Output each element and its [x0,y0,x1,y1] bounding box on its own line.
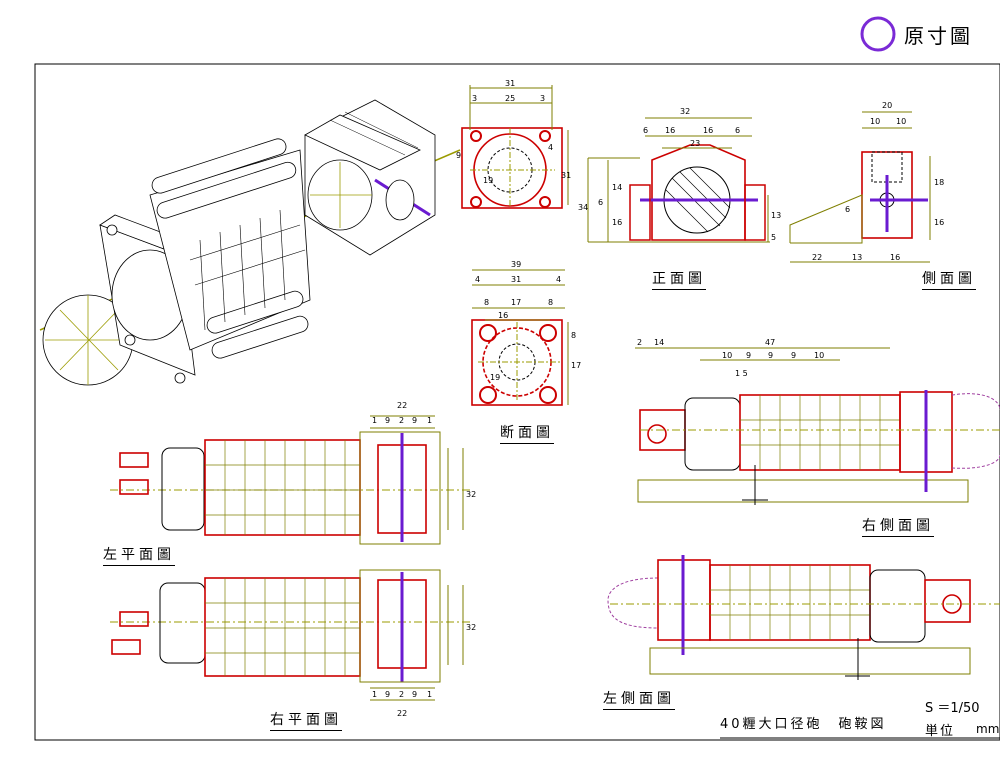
dim-34: 34 [578,203,588,212]
dim-6b: 6 [735,126,740,135]
side-view-label: 側面圖 [922,268,976,290]
dim-16c: 16 [612,218,622,227]
dim-9e: 9 [412,416,417,425]
dim-13b: 13 [852,253,862,262]
dim-6d: 6 [845,205,850,214]
dim-9g: 9 [412,690,417,699]
right-plan-view [110,569,470,701]
side-view [789,111,931,263]
right-side-view-label: 右側面圖 [862,515,934,537]
dim-6a: 6 [643,126,648,135]
dim-32c: 32 [466,623,476,632]
dim-32b: 32 [466,490,476,499]
dim-39: 39 [511,260,521,269]
dim-8a: 8 [484,298,489,307]
dim-22c: 22 [397,709,407,718]
dim-2a: 2 [637,338,642,347]
dim-16b: 16 [703,126,713,135]
right-plan-view-label: 右平面圖 [270,709,342,731]
dim-5: 5 [771,233,776,242]
stamp-circle-icon [860,16,896,52]
dim-22b: 22 [397,401,407,410]
left-plan-view-label: 左平面圖 [103,544,175,566]
stamp-label: 原寸圖 [904,24,973,48]
dim-1a: 1 [372,416,377,425]
dim-25: 25 [505,94,515,103]
dim-18: 18 [934,178,944,187]
dim-10a: 10 [870,117,880,126]
dim-23: 23 [690,139,700,148]
right-side-view [635,347,1000,505]
dim-9c: 9 [791,351,796,360]
dim-17: 17 [511,298,521,307]
front-view-label: 正面圖 [652,268,706,290]
dim-8v: 8 [571,331,576,340]
dim-2c: 2 [399,690,404,699]
dim-19: 19 [483,176,493,185]
dim-10b: 10 [896,117,906,126]
dim-8b: 8 [548,298,553,307]
dim-16a: 16 [665,126,675,135]
dim-47: 47 [765,338,775,347]
dim-6c: 6 [598,198,603,207]
dim-14: 14 [612,183,622,192]
section-view [471,269,569,406]
unit-label: 単位 [925,724,956,739]
dim-9a: 9 [746,351,751,360]
left-side-view-label: 左側面圖 [603,688,675,710]
drawing-frame [34,63,1000,741]
dim-4a: 4 [475,275,480,284]
dim-31b: 31 [511,275,521,284]
dim-31v: 31 [561,171,571,180]
unit-value: mm [976,722,1000,736]
dim-10d: 10 [814,351,824,360]
dim-13: 13 [771,211,781,220]
isometric-view [39,99,461,386]
dim-2b: 2 [399,416,404,425]
dim-4: 4 [548,143,553,152]
left-side-view [607,555,1000,680]
left-plan-view [110,415,470,545]
dim-17v: 17 [571,361,581,370]
dim-16f: 16 [498,311,508,320]
dim-3b: 3 [540,94,545,103]
dim-19b: 19 [490,373,500,382]
dim-4b: 4 [556,275,561,284]
dim-22a: 22 [812,253,822,262]
dim-10c: 10 [722,351,732,360]
dim-16d: 16 [934,218,944,227]
dim-1c: 1 [372,690,377,699]
dim-31: 31 [505,79,515,88]
dim-20: 20 [882,101,892,110]
dim-1d: 1 [427,690,432,699]
front-view [587,117,770,243]
drawing-title: 40糎大口径砲 砲鞍図 [720,717,887,732]
drawing-scale: S ＝1/50 [925,701,980,716]
top-detail-view [461,85,569,209]
dim-16e: 16 [890,253,900,262]
dim-32: 32 [680,107,690,116]
dim-1b: 1 [427,416,432,425]
dim-3a: 3 [472,94,477,103]
dim-9f: 9 [385,690,390,699]
dim-9b: 9 [768,351,773,360]
dim-9: 9 [456,151,461,160]
section-view-label: 断面圖 [500,422,554,444]
dim-9d: 9 [385,416,390,425]
dim-14b: 14 [654,338,664,347]
dim-15: 1 5 [735,369,748,378]
